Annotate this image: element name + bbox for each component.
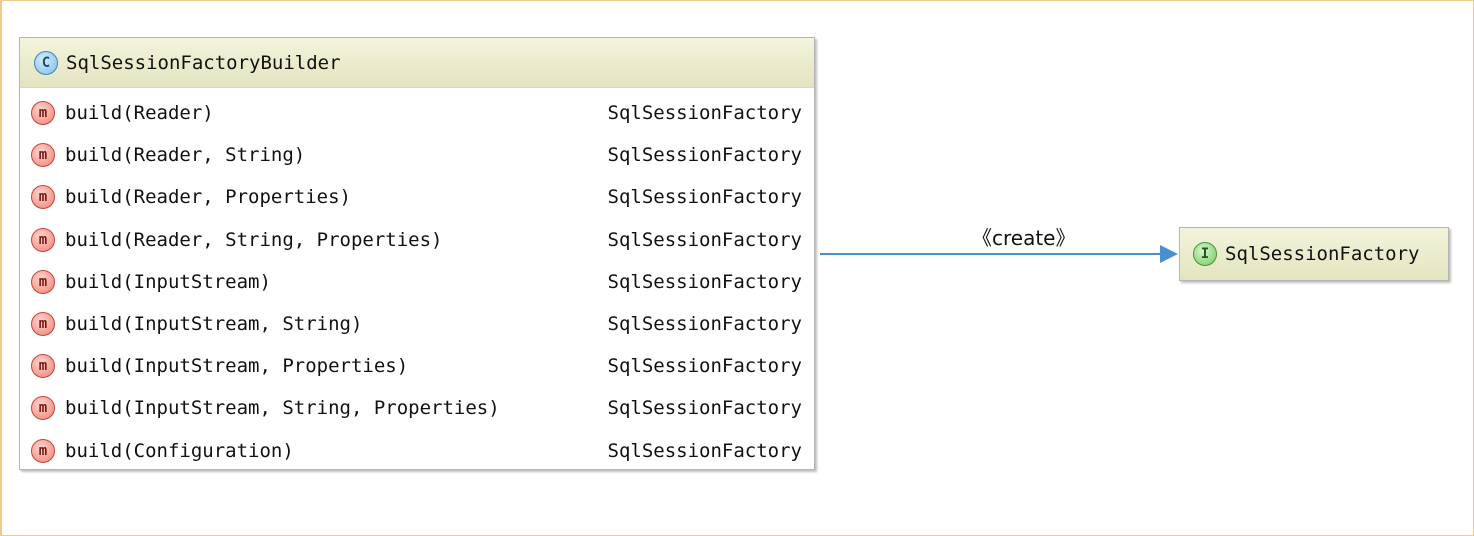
interface-icon: I bbox=[1193, 242, 1217, 266]
method-signature: build(Reader) bbox=[65, 102, 214, 125]
method-signature: build(Configuration) bbox=[65, 439, 294, 462]
method-icon: m bbox=[31, 269, 55, 294]
relation-label: 《create》 bbox=[972, 226, 1076, 250]
method-row[interactable]: m build(Reader, String) SqlSessionFactory bbox=[20, 134, 814, 176]
method-signature: build(InputStream, String) bbox=[65, 313, 363, 336]
method-row[interactable]: m build(Configuration) SqlSessionFactory bbox=[20, 430, 814, 472]
method-row[interactable]: m build(Reader) SqlSessionFactory bbox=[20, 92, 814, 134]
class-node-sqlsessionfactorybuilder[interactable]: C SqlSessionFactoryBuilder m build(Reader… bbox=[19, 37, 815, 470]
method-icon: m bbox=[31, 438, 55, 463]
method-icon: m bbox=[31, 396, 55, 421]
method-return-type: SqlSessionFactory bbox=[607, 439, 802, 462]
method-row[interactable]: m build(InputStream) SqlSessionFactory bbox=[20, 261, 814, 303]
method-icon: m bbox=[31, 354, 55, 379]
interface-name: SqlSessionFactory bbox=[1225, 243, 1420, 265]
class-header: C SqlSessionFactoryBuilder bbox=[20, 38, 814, 88]
method-signature: build(InputStream, Properties) bbox=[65, 355, 409, 378]
method-signature: build(Reader, String, Properties) bbox=[65, 228, 443, 251]
class-name: SqlSessionFactoryBuilder bbox=[66, 51, 341, 74]
method-return-type: SqlSessionFactory bbox=[607, 355, 802, 378]
class-icon: C bbox=[34, 50, 58, 75]
method-row[interactable]: m build(InputStream, String, Properties) S… bbox=[20, 387, 814, 429]
method-return-type: SqlSessionFactory bbox=[607, 397, 802, 420]
method-signature: build(Reader, Properties) bbox=[65, 186, 351, 209]
method-row[interactable]: m build(Reader, String, Properties) SqlSes… bbox=[20, 219, 814, 261]
method-return-type: SqlSessionFactory bbox=[607, 144, 802, 167]
method-signature: build(InputStream) bbox=[65, 270, 271, 293]
method-return-type: SqlSessionFactory bbox=[607, 270, 802, 293]
method-icon: m bbox=[31, 101, 55, 126]
method-return-type: SqlSessionFactory bbox=[607, 102, 802, 125]
method-row[interactable]: m build(Reader, Properties) SqlSessionFact… bbox=[20, 176, 814, 218]
method-list: m build(Reader) SqlSessionFactory m build(Re… bbox=[20, 88, 814, 472]
method-return-type: SqlSessionFactory bbox=[607, 186, 802, 209]
interface-node-sqlsessionfactory[interactable]: I SqlSessionFactory bbox=[1179, 227, 1449, 281]
method-icon: m bbox=[31, 143, 55, 168]
method-row[interactable]: m build(InputStream, Properties) SqlSessio… bbox=[20, 345, 814, 387]
method-return-type: SqlSessionFactory bbox=[607, 228, 802, 251]
method-icon: m bbox=[31, 185, 55, 210]
method-icon: m bbox=[31, 227, 55, 252]
method-signature: build(InputStream, String, Properties) bbox=[65, 397, 500, 420]
method-return-type: SqlSessionFactory bbox=[607, 313, 802, 336]
method-signature: build(Reader, String) bbox=[65, 144, 306, 167]
method-row[interactable]: m build(InputStream, String) SqlSessionFac… bbox=[20, 303, 814, 345]
method-icon: m bbox=[31, 312, 55, 337]
